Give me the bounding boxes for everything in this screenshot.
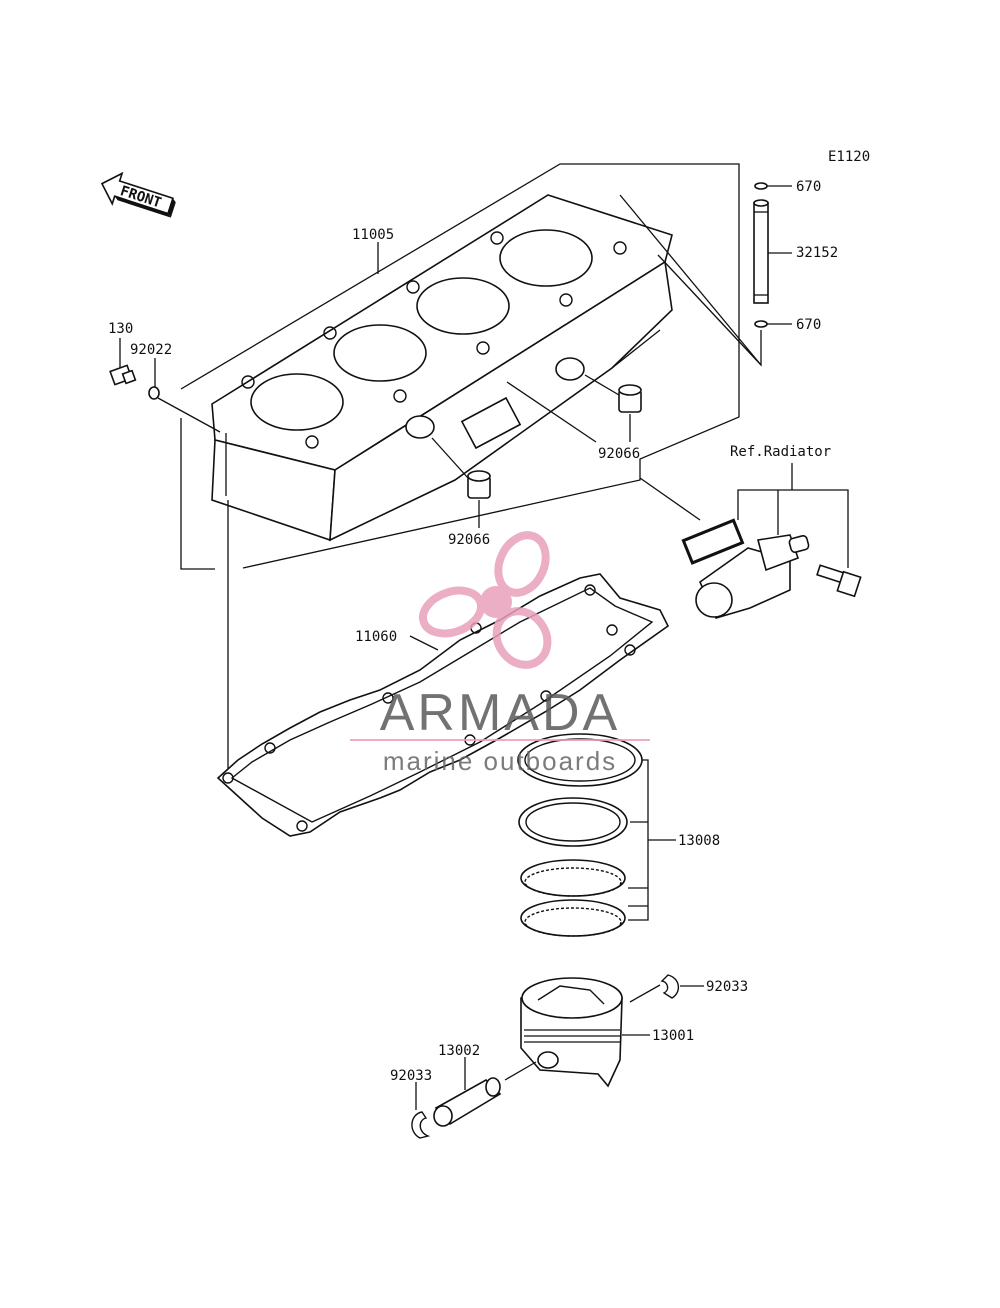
label-13008: 13008	[678, 833, 720, 849]
plug-92066-left	[467, 470, 491, 499]
front-arrow-icon: FRONT	[100, 171, 176, 218]
piston	[520, 977, 623, 1088]
label-130: 130	[108, 321, 133, 337]
label-32152: 32152	[796, 245, 838, 261]
piston-rings	[517, 733, 643, 937]
circlip-92033-left	[411, 1111, 431, 1139]
label-92033-right: 92033	[706, 979, 748, 995]
label-92033-left: 92033	[390, 1068, 432, 1084]
label-ref-radiator: Ref.Radiator	[730, 444, 831, 460]
label-92022: 92022	[130, 342, 172, 358]
label-670-bottom: 670	[796, 317, 821, 333]
plug-92066-right	[618, 384, 642, 413]
watermark-logo: ARMADA marine outboards	[350, 531, 650, 776]
label-92066-left: 92066	[448, 532, 490, 548]
label-670-top: 670	[796, 179, 821, 195]
watermark-brand: ARMADA	[380, 684, 620, 742]
oring-670-top	[754, 182, 768, 190]
propeller-icon	[418, 531, 552, 669]
oring-670-bottom	[754, 320, 768, 328]
watermark-tagline: marine outboards	[383, 746, 617, 776]
label-13001: 13001	[652, 1028, 694, 1044]
base-gasket	[216, 573, 670, 837]
water-fitting	[695, 534, 810, 619]
washer-92022	[148, 386, 160, 400]
label-13002: 13002	[438, 1043, 480, 1059]
bolt-130	[109, 364, 137, 386]
diagram-code: E1120	[828, 149, 870, 165]
cylinder-block	[211, 194, 673, 542]
pipe-32152	[753, 199, 769, 304]
bolt-radiator	[816, 564, 862, 598]
circlip-92033-right	[660, 974, 679, 999]
piston-pin	[433, 1077, 502, 1127]
label-92066-right: 92066	[598, 446, 640, 462]
label-11005: 11005	[352, 227, 394, 243]
label-11060: 11060	[355, 629, 397, 645]
cylinder-bracket	[180, 163, 740, 569]
gasket-radiator	[681, 518, 745, 565]
